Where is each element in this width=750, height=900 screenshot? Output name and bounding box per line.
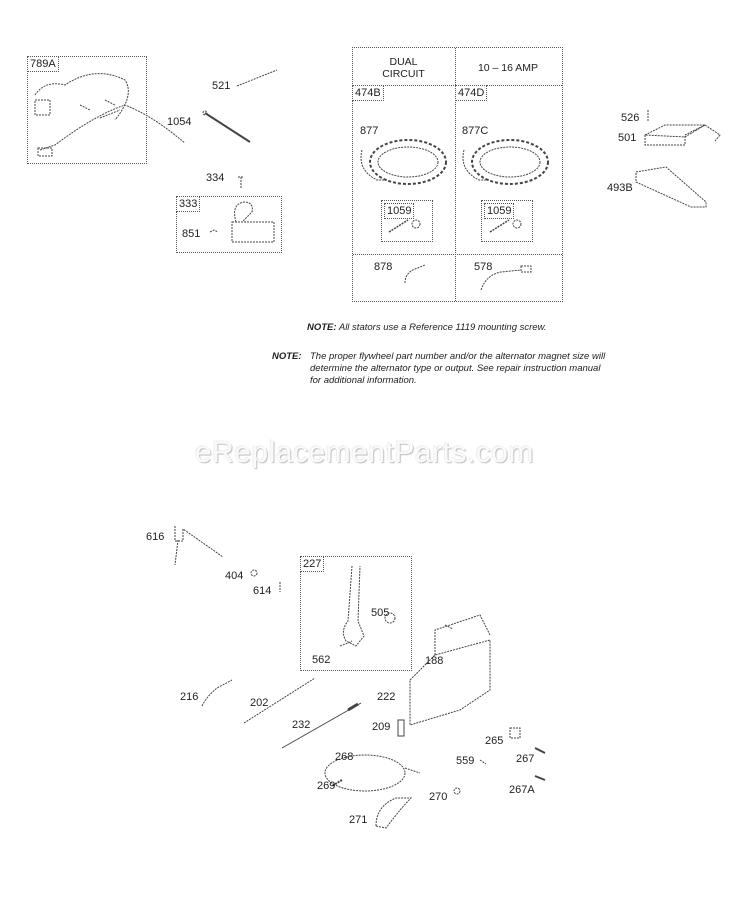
kit-label-333[interactable]: 333 — [176, 196, 201, 213]
part-label-269[interactable]: 269 — [317, 780, 336, 792]
part-label-270[interactable]: 270 — [429, 791, 448, 803]
kit-label-1059-right[interactable]: 1059 — [484, 203, 515, 220]
part-label-559[interactable]: 559 — [456, 755, 475, 767]
note-stator-screw: NOTE: All stators use a Reference 1119 m… — [307, 322, 547, 334]
part-label-267A[interactable]: 267A — [509, 784, 535, 796]
note-line: for additional information. — [310, 374, 417, 386]
note-prefix: NOTE: — [272, 351, 302, 362]
watermark: eReplacementParts.com — [195, 436, 534, 469]
kit-box-1059-left — [381, 200, 433, 242]
kit-label-789A[interactable]: 789A — [27, 56, 59, 73]
part-label-614[interactable]: 614 — [253, 585, 272, 597]
kit-label-474D[interactable]: 474D — [455, 85, 488, 102]
part-label-526[interactable]: 526 — [621, 112, 640, 124]
part-label-505[interactable]: 505 — [371, 607, 390, 619]
part-label-268[interactable]: 268 — [335, 751, 354, 763]
part-label-404[interactable]: 404 — [225, 570, 244, 582]
part-label-578[interactable]: 578 — [474, 261, 493, 273]
part-label-1054[interactable]: 1054 — [167, 116, 192, 128]
note-flywheel: NOTE: The proper flywheel part number an… — [272, 351, 605, 387]
part-label-188[interactable]: 188 — [425, 655, 444, 667]
kit-label-474B[interactable]: 474B — [352, 85, 384, 102]
part-label-521[interactable]: 521 — [212, 80, 231, 92]
header-line2: CIRCUIT — [382, 67, 425, 80]
part-label-851[interactable]: 851 — [182, 228, 201, 240]
part-label-267[interactable]: 267 — [516, 753, 535, 765]
part-label-209[interactable]: 209 — [372, 721, 391, 733]
kit-label-1059-left[interactable]: 1059 — [384, 203, 415, 220]
part-label-271[interactable]: 271 — [349, 814, 368, 826]
note-line: determine the alternator type or output.… — [310, 362, 601, 374]
part-label-334[interactable]: 334 — [206, 172, 225, 184]
note-line: The proper flywheel part number and/or t… — [310, 351, 606, 362]
part-label-222[interactable]: 222 — [377, 691, 396, 703]
note-text: All stators use a Reference 1119 mountin… — [338, 322, 547, 333]
part-label-877[interactable]: 877 — [360, 125, 379, 137]
header-dual-circuit: DUAL CIRCUIT — [352, 56, 455, 80]
note-prefix: NOTE: — [307, 322, 337, 333]
part-label-877C[interactable]: 877C — [462, 125, 489, 137]
part-label-216[interactable]: 216 — [180, 691, 199, 703]
part-label-616[interactable]: 616 — [146, 531, 165, 543]
part-label-562[interactable]: 562 — [312, 654, 331, 666]
part-label-232[interactable]: 232 — [292, 719, 311, 731]
header-line1: DUAL — [389, 56, 418, 68]
kit-box-789A — [27, 56, 147, 164]
kit-box-227 — [300, 556, 412, 671]
part-label-265[interactable]: 265 — [485, 735, 504, 747]
part-label-493B[interactable]: 493B — [607, 182, 633, 194]
kit-box-333 — [176, 196, 282, 253]
part-label-878[interactable]: 878 — [374, 261, 393, 273]
kit-label-227[interactable]: 227 — [300, 556, 325, 573]
part-label-501[interactable]: 501 — [618, 132, 637, 144]
kit-box-1059-right — [481, 200, 533, 242]
part-label-202[interactable]: 202 — [250, 697, 269, 709]
header-amp-range: 10 – 16 AMP — [477, 62, 539, 74]
